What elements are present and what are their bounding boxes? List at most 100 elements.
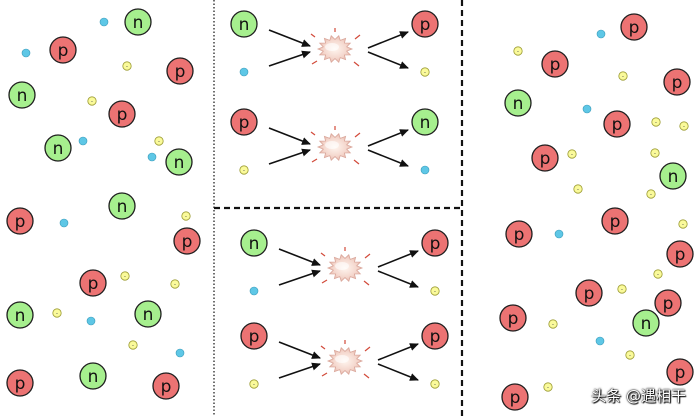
proton: p [531,144,559,172]
electron: - [128,340,138,350]
neutron: n [108,192,136,220]
neutrino [596,29,606,39]
electron: - [543,382,553,392]
neutron-label: n [17,86,28,106]
electron-label: - [253,381,255,388]
proton: p [6,207,34,235]
proton-label: p [239,113,250,133]
electron: - [513,46,523,56]
neutron: n [632,309,660,337]
electron-label: - [629,352,631,359]
electron-label: - [424,69,426,76]
electron: - [567,149,577,159]
neutron: n [504,89,532,117]
electron-label: - [132,342,134,349]
neutrino [78,136,88,146]
electron-label: - [655,119,657,126]
neutron-label: n [174,153,185,173]
neutron-label: n [88,367,99,387]
proton-label: p [610,212,621,232]
neutron: n [230,10,258,38]
arrow [367,129,409,147]
neutron-label: n [641,314,652,334]
electron-label: - [577,186,579,193]
neutron-label: n [133,13,144,33]
neutrino [86,316,96,326]
electron: - [122,61,132,71]
neutrino [21,48,31,58]
electron-label: - [158,138,160,145]
arrow [377,343,419,361]
neutrino [147,152,157,162]
electron: - [430,286,440,296]
proton: p [173,227,201,255]
electron: - [239,165,249,175]
arrow [278,248,321,266]
neutron: n [8,81,36,109]
arrow [278,341,321,359]
proton-label: p [15,374,26,394]
proton: p [603,110,631,138]
electron: - [548,319,558,329]
neutron-label: n [249,234,260,254]
electron-label: - [174,281,176,288]
proton: p [421,322,449,350]
proton-label: p [182,232,193,252]
neutron: n [44,134,72,162]
proton: p [499,304,527,332]
reaction-layer: n p - p - n n p - p - p - [230,10,449,389]
electron-label: - [683,123,685,130]
arrow [377,250,419,268]
collision-burst-icon [310,28,361,67]
collision-burst-icon [310,126,361,165]
neutrino [420,165,430,175]
electron: - [52,308,62,318]
arrow [268,29,311,47]
electron-label: - [434,381,436,388]
neutron: n [79,362,107,390]
electron: - [430,379,440,389]
proton: p [240,322,268,350]
proton: p [601,207,629,235]
proton: p [541,50,569,78]
proton-label: p [117,105,128,125]
neutron: n [240,229,268,257]
neutron: n [411,108,439,136]
proton-label: p [430,234,441,254]
proton: p [666,358,694,386]
electron-label: - [185,213,187,220]
arrow [367,149,409,167]
proton: p [505,220,533,248]
proton-label: p [420,15,431,35]
proton-label: p [161,377,172,397]
proton: p [230,108,258,136]
proton: p [666,240,694,268]
neutron: n [659,162,687,190]
neutrino [59,218,69,228]
electron: - [573,184,583,194]
neutron-label: n [15,306,26,326]
neutrino [175,348,185,358]
electron-label: - [243,167,245,174]
neutron-label: n [117,197,128,217]
neutron-label: n [668,167,679,187]
reaction: p - n [230,108,439,175]
proton-label: p [430,327,441,347]
watermark: 头条 @遇相干 [591,387,686,405]
proton: p [575,279,603,307]
neutrino [554,229,564,239]
proton-label: p [88,274,99,294]
electron-label: - [621,286,623,293]
electron-label: - [650,191,652,198]
electron-label: - [124,273,126,280]
electron: - [651,117,661,127]
proton: p [663,68,691,96]
arrow [377,363,419,381]
electron-label: - [91,98,93,105]
proton-label: p [249,327,260,347]
proton-label: p [508,309,519,329]
proton: p [620,13,648,41]
neutron-label: n [143,305,154,325]
